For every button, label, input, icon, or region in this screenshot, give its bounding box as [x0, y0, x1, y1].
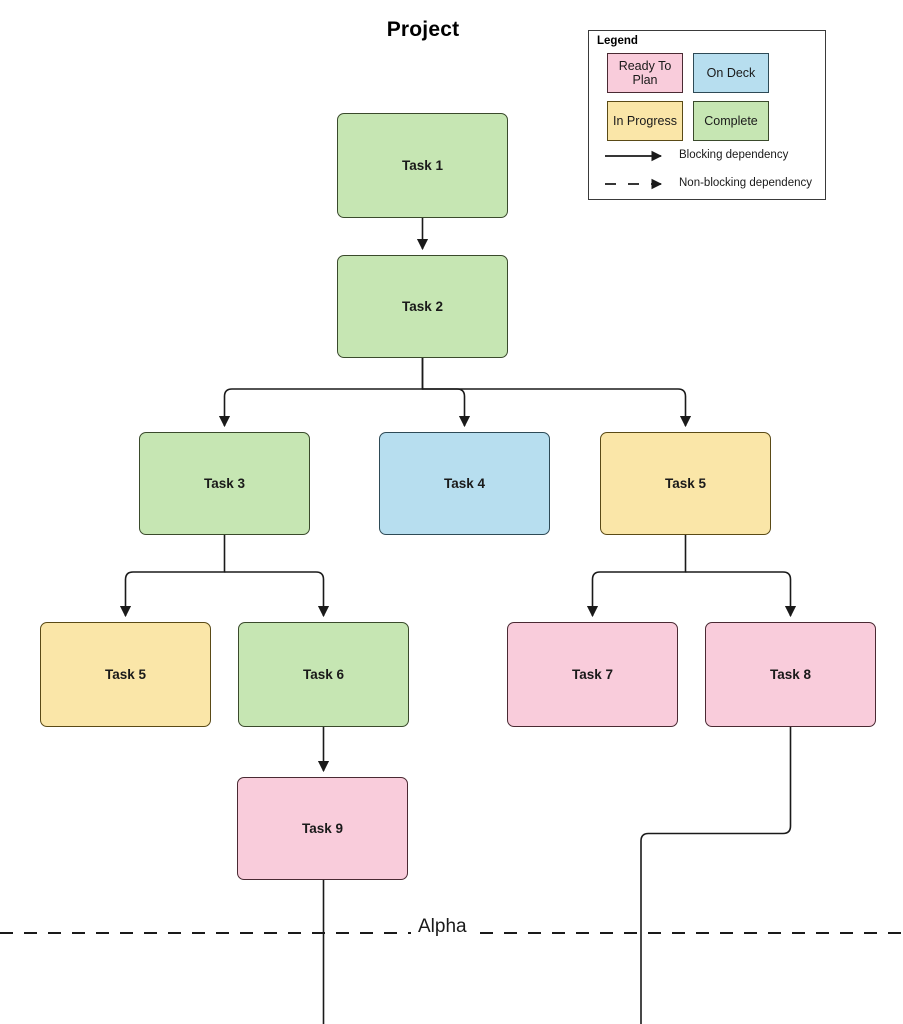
task-node-task-4[interactable]: Task 4 [379, 432, 550, 535]
task-node-task-6[interactable]: Task 6 [238, 622, 409, 727]
task-node-task-2[interactable]: Task 2 [337, 255, 508, 358]
legend-heading: Legend [597, 35, 638, 47]
edge-task5a-task7 [586, 535, 687, 618]
task-node-task-5a[interactable]: Task 5 [600, 432, 771, 535]
milestone-label-alpha: Alpha [411, 916, 474, 938]
legend-blocking-arrow-icon [605, 150, 663, 162]
edge-task3-task6 [224, 571, 330, 618]
edge-task8-downstream [640, 727, 792, 1024]
task-node-task-5b[interactable]: Task 5 [40, 622, 211, 727]
edge-task2-task3 [218, 358, 424, 428]
milestone-divider-alpha [0, 932, 903, 934]
legend-swatch-in-progress: In Progress [607, 101, 683, 141]
edge-task2-task5a [422, 388, 692, 428]
task-node-task-8[interactable]: Task 8 [705, 622, 876, 727]
legend-non-blocking-arrow-icon [605, 178, 663, 190]
edge-task5a-task8 [685, 571, 797, 618]
task-node-task-7[interactable]: Task 7 [507, 622, 678, 727]
page-title: Project [386, 18, 460, 41]
legend-label-non-blocking-dependency: Non-blocking dependency [679, 177, 812, 189]
legend-swatch-complete: Complete [693, 101, 769, 141]
task-node-task-1[interactable]: Task 1 [337, 113, 508, 218]
legend-swatch-ready-to-plan: Ready To Plan [607, 53, 683, 93]
edge-task2-task4 [421, 358, 471, 428]
task-node-task-3[interactable]: Task 3 [139, 432, 310, 535]
legend-panel: Legend Ready To Plan On Deck In Progress… [588, 30, 826, 200]
task-node-task-9[interactable]: Task 9 [237, 777, 408, 880]
legend-swatch-on-deck: On Deck [693, 53, 769, 93]
legend-label-blocking-dependency: Blocking dependency [679, 149, 789, 161]
edge-task3-task5b [119, 535, 226, 618]
